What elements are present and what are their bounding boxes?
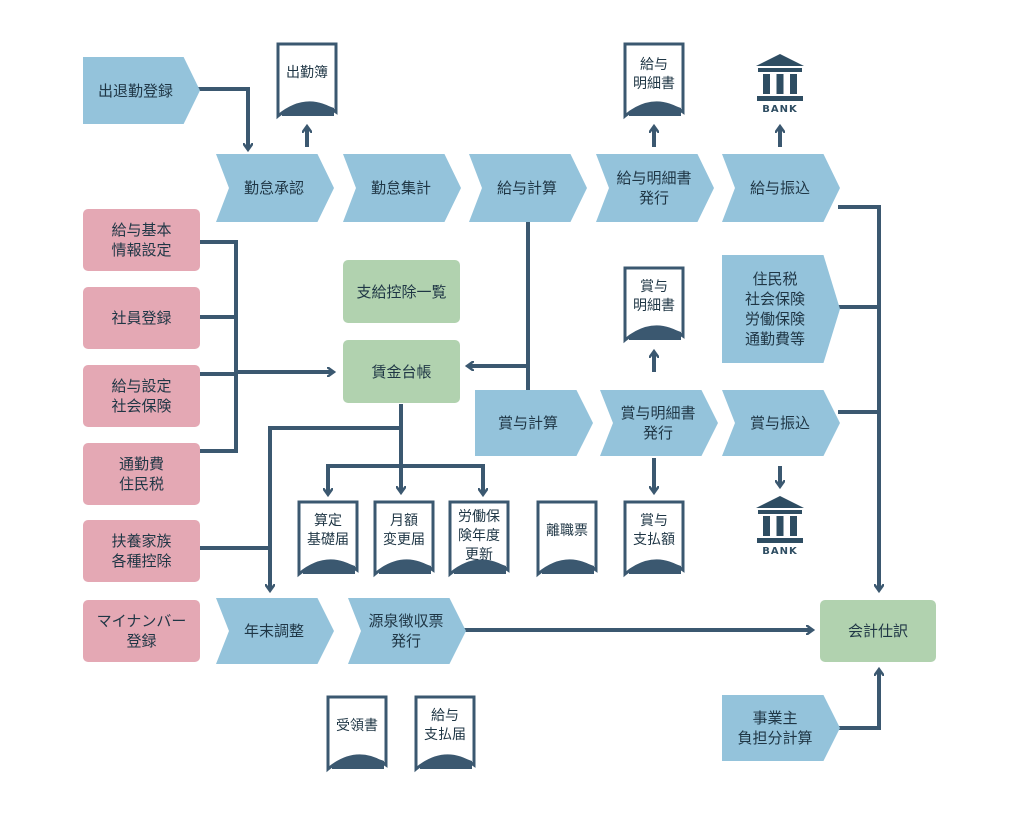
doc-label: 離職票 — [546, 523, 588, 539]
process-bonus-calculation: 賞与計算 — [475, 390, 593, 456]
process-attendance-approval: 勤怠承認 — [216, 154, 334, 222]
doc-receipt: 受領書 — [326, 695, 388, 773]
document-icon — [373, 500, 435, 578]
line-input-bus — [200, 240, 238, 453]
line-input-branches — [200, 315, 236, 376]
input-salary-social-insurance: 給与設定 社会保険 — [83, 365, 200, 427]
process-withholding-slip-issue: 源泉徴収票 発行 — [348, 598, 466, 664]
doc-label: 労働保 険年度 更新 — [458, 509, 500, 563]
bank-label: BANK — [762, 104, 798, 115]
process-bonus-slip-issue: 賞与明細書 発行 — [600, 390, 718, 456]
doc-label: 賞与 支払額 — [633, 513, 675, 548]
document-icon — [623, 42, 685, 120]
input-mynumber-registration: マイナンバー 登録 — [83, 600, 200, 662]
document-icon — [297, 500, 359, 578]
input-attendance-registration: 出退勤登録 — [83, 57, 200, 124]
doc-payslip: 給与 明細書 — [623, 42, 685, 120]
process-attendance-aggregate: 勤怠集計 — [343, 154, 461, 222]
arrow-burden-accounting — [838, 670, 879, 730]
document-icon — [276, 42, 338, 120]
input-salary-basic-settings: 給与基本 情報設定 — [83, 209, 200, 271]
document-icon — [623, 266, 685, 344]
doc-labor-insurance-renewal: 労働保 険年度 更新 — [448, 500, 510, 578]
doc-calculation-base: 算定 基礎届 — [297, 500, 359, 578]
input-dependents-deductions: 扶養家族 各種控除 — [83, 520, 200, 582]
doc-salary-payment-report: 給与 支払届 — [414, 695, 476, 773]
bank-icon: BANK — [754, 52, 806, 122]
process-year-end-adjustment: 年末調整 — [216, 598, 334, 664]
doc-label: 給与 明細書 — [633, 57, 675, 92]
document-icon — [623, 500, 685, 578]
process-payroll-transfer: 給与振込 — [722, 154, 840, 222]
input-employee-registration: 社員登録 — [83, 287, 200, 349]
doc-label: 受領書 — [336, 718, 378, 734]
process-bonus-transfer: 賞与振込 — [722, 390, 840, 456]
ledger-accounting-entry: 会計仕訳 — [820, 600, 936, 662]
document-icon — [326, 695, 388, 773]
doc-attendance-book: 出勤簿 — [276, 42, 338, 120]
process-payroll-calculation: 給与計算 — [469, 154, 587, 222]
doc-label: 出勤簿 — [286, 65, 328, 81]
bank-building-icon — [756, 54, 804, 101]
doc-label: 賞与 明細書 — [633, 279, 675, 314]
input-commute-resident-tax: 通勤費 住民税 — [83, 443, 200, 505]
document-icon — [448, 500, 510, 578]
doc-bonus-slip: 賞与 明細書 — [623, 266, 685, 344]
ledger-wage-ledger: 賃金台帳 — [343, 340, 460, 403]
line-bus-branches — [838, 305, 879, 414]
document-icon — [414, 695, 476, 773]
arrow-bus-accounting — [838, 205, 879, 590]
doc-label: 算定 基礎届 — [307, 513, 349, 548]
process-employer-burden-calc: 事業主 負担分計算 — [722, 695, 840, 761]
line-ledger-docs — [326, 464, 485, 492]
ledger-deduction-list: 支給控除一覧 — [343, 260, 460, 323]
doc-label: 月額 変更届 — [383, 513, 425, 548]
document-icon — [536, 500, 598, 578]
process-payslip-issue: 給与明細書 発行 — [596, 154, 714, 222]
bank-building-icon — [756, 496, 804, 543]
process-taxes-insurance: 住民税 社会保険 労働保険 通勤費等 — [722, 255, 840, 363]
doc-monthly-change: 月額 変更届 — [373, 500, 435, 578]
arrow-attendance-approval — [196, 87, 248, 149]
doc-bonus-payment: 賞与 支払額 — [623, 500, 685, 578]
bank-label: BANK — [762, 546, 798, 557]
doc-separation-notice: 離職票 — [536, 500, 598, 578]
bank-icon: BANK — [754, 494, 806, 564]
doc-label: 給与 支払届 — [424, 708, 466, 743]
arrow-ledger-yearend — [270, 426, 401, 590]
